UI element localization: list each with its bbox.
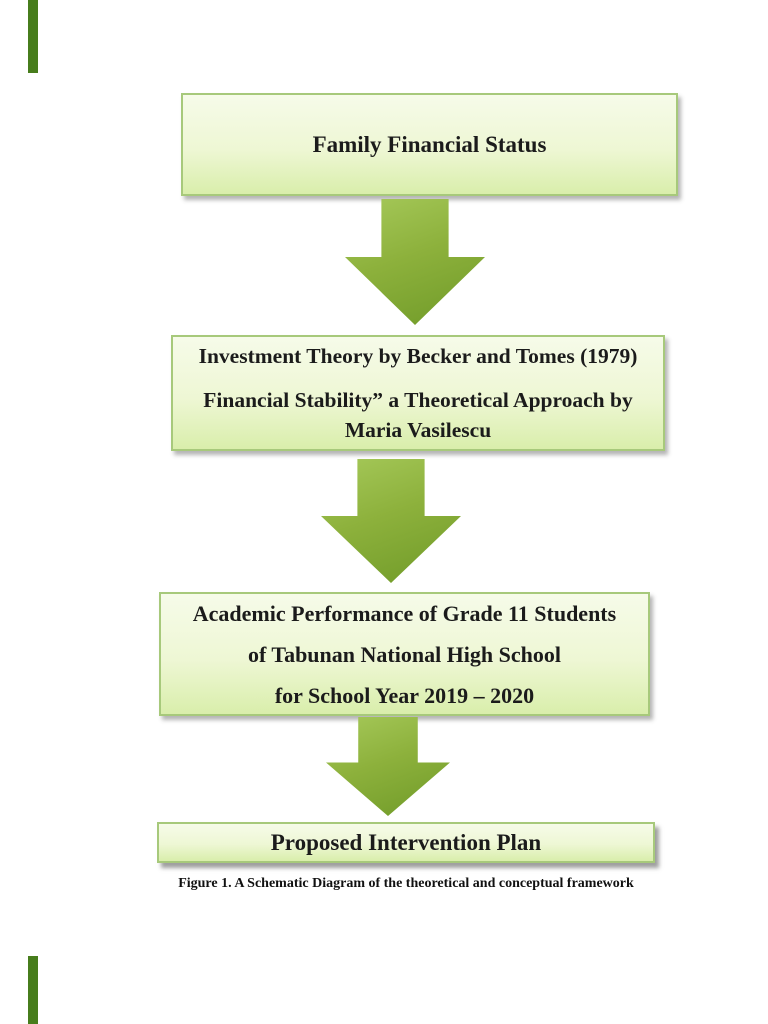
flow-box-text: Proposed Intervention Plan	[270, 829, 542, 855]
flow-box-proposed-intervention-plan: Proposed Intervention Plan	[157, 822, 655, 863]
flow-box-text: of Tabunan National High School	[247, 641, 561, 667]
flow-box-text: Academic Performance of Grade 11 Student…	[192, 600, 617, 626]
flow-box-text: Maria Vasilescu	[344, 418, 492, 442]
flow-box-text: Investment Theory by Becker and Tomes (1…	[198, 344, 638, 368]
flow-box-theories: Investment Theory by Becker and Tomes (1…	[171, 335, 665, 451]
page-edge-marker-bottom	[28, 956, 38, 1024]
down-arrow-icon	[321, 459, 461, 583]
down-arrow-icon	[326, 717, 450, 816]
flow-box-family-financial-status: Family Financial Status	[181, 93, 678, 196]
flow-box-text: Family Financial Status	[312, 131, 547, 157]
down-arrow-icon	[345, 199, 485, 325]
flow-box-text: for School Year 2019 – 2020	[274, 682, 535, 708]
flow-box-text: Financial Stability” a Theoretical Appro…	[203, 388, 633, 412]
figure-caption: Figure 1. A Schematic Diagram of the the…	[178, 876, 634, 891]
page-edge-marker-top	[28, 0, 38, 73]
flow-box-academic-performance: Academic Performance of Grade 11 Student…	[159, 592, 650, 716]
